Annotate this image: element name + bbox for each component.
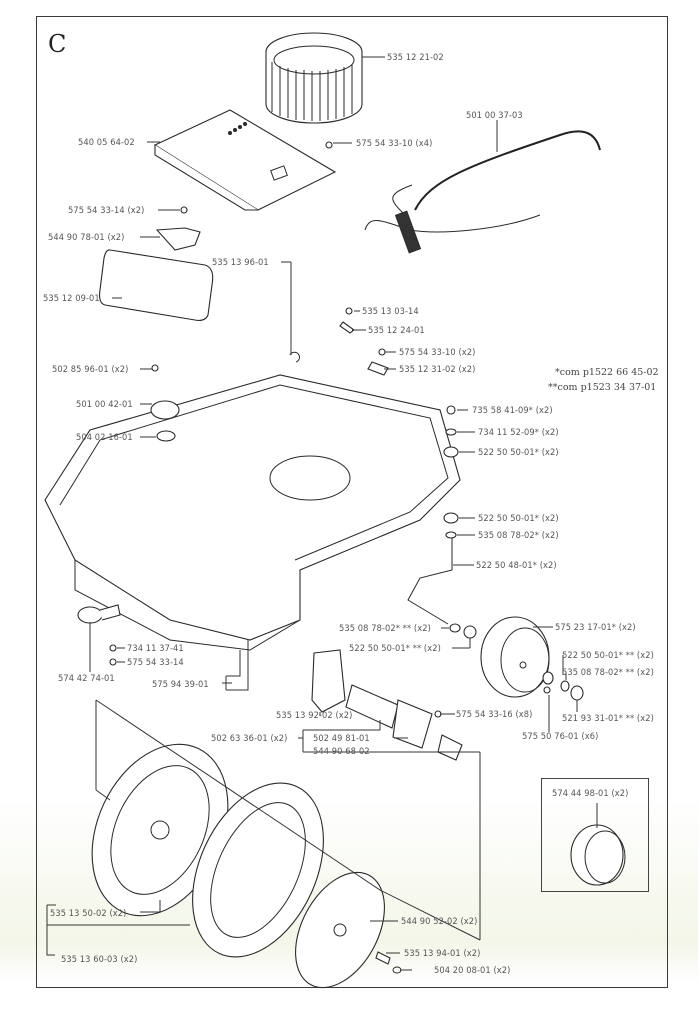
label-screw-nut: 575 50 76-01 (x6) bbox=[522, 731, 599, 742]
label-screw-bracket: 575 54 33-14 (x2) bbox=[68, 205, 145, 216]
label-screw-sensor: 502 85 96-01 (x2) bbox=[52, 364, 129, 375]
label-screw-a: 535 13 03-14 bbox=[362, 306, 419, 317]
label-bearing-lower: 522 50 50-01* (x2) bbox=[478, 513, 559, 524]
label-gasket: 535 13 92-02 (x2) bbox=[276, 710, 353, 721]
label-motor: 502 49 81-01 bbox=[313, 733, 370, 744]
rear-wheel-part bbox=[91, 743, 402, 989]
label-washer-axle: 535 08 78-02* ** (x2) bbox=[339, 623, 431, 634]
note-double-star: **com p1523 34 37-01 bbox=[548, 382, 657, 393]
front-wheel-part bbox=[480, 616, 550, 698]
label-plate-b: 535 12 31-02 (x2) bbox=[399, 364, 476, 375]
label-battery: 535 12 09-01 bbox=[43, 293, 100, 304]
label-wheel-axle: 522 50 48-01* (x2) bbox=[476, 560, 557, 571]
label-alt-wheel: 574 44 98-01 (x2) bbox=[552, 788, 629, 799]
circuit-board-part bbox=[153, 109, 337, 211]
label-washer-wheel: 535 08 78-02* ** (x2) bbox=[562, 667, 654, 678]
label-sensor-ring: 504 02 16-01 bbox=[76, 432, 133, 443]
label-chassis: 575 94 39-01 bbox=[152, 679, 209, 690]
label-screw-b: 575 54 33-10 (x2) bbox=[399, 347, 476, 358]
label-battery-bracket: 544 90 78-01 (x2) bbox=[48, 232, 125, 243]
label-front-wheel: 575 23 17-01* (x2) bbox=[555, 622, 636, 633]
label-hubcap: 544 90 52-02 (x2) bbox=[401, 916, 478, 927]
label-bearing-axle: 522 50 50-01* ** (x2) bbox=[349, 643, 441, 654]
axle-part bbox=[407, 535, 453, 625]
label-screw-charge: 575 54 33-14 bbox=[127, 657, 184, 668]
label-bearing-front: 522 50 50-01* (x2) bbox=[478, 447, 559, 458]
battery-part bbox=[99, 227, 214, 321]
label-drive-ring: 535 12 21-02 bbox=[387, 52, 444, 63]
label-motor-assy: 502 63 36-01 (x2) bbox=[211, 733, 288, 744]
drive-ring-part bbox=[265, 32, 363, 124]
label-washer-front2: 734 11 52-09* (x2) bbox=[478, 427, 559, 438]
label-cap-wheel: 521 93 31-01* ** (x2) bbox=[562, 713, 654, 724]
label-washer-lower: 535 08 78-02* (x2) bbox=[478, 530, 559, 541]
label-gearbox: 544 90 68-02 bbox=[313, 746, 370, 757]
label-hub-ring: 504 20 08-01 (x2) bbox=[434, 965, 511, 976]
alternative-wheel-inset bbox=[541, 778, 649, 892]
charge-contact-part bbox=[77, 604, 121, 624]
chassis-part bbox=[44, 374, 461, 651]
label-sensor: 501 00 42-01 bbox=[76, 399, 133, 410]
label-screw-board: 575 54 33-10 (x4) bbox=[356, 138, 433, 149]
label-screw-motor: 575 54 33-16 (x8) bbox=[456, 709, 533, 720]
label-circuit-board: 540 05 64-02 bbox=[78, 137, 135, 148]
label-hub-screw: 535 13 94-01 (x2) bbox=[404, 948, 481, 959]
label-rim: 535 13 50-02 (x2) bbox=[50, 908, 127, 919]
diagram-frame bbox=[36, 16, 668, 988]
label-charge-contact: 574 42 74-01 bbox=[58, 673, 115, 684]
label-hook: 535 13 96-01 bbox=[212, 257, 269, 268]
wire-harness-part bbox=[364, 130, 601, 254]
note-single-star: *com p1522 66 45-02 bbox=[555, 367, 659, 378]
label-tire: 535 13 60-03 (x2) bbox=[61, 954, 138, 965]
section-letter: C bbox=[48, 30, 67, 58]
label-bearing-wheel: 522 50 50-01* ** (x2) bbox=[562, 650, 654, 661]
motor-part bbox=[311, 649, 463, 761]
label-wire-harness: 501 00 37-03 bbox=[466, 110, 523, 121]
label-clip-a: 535 12 24-01 bbox=[368, 325, 425, 336]
label-washer-charge: 734 11 37-41 bbox=[127, 643, 184, 654]
label-washer-front: 735 58 41-09* (x2) bbox=[472, 405, 553, 416]
